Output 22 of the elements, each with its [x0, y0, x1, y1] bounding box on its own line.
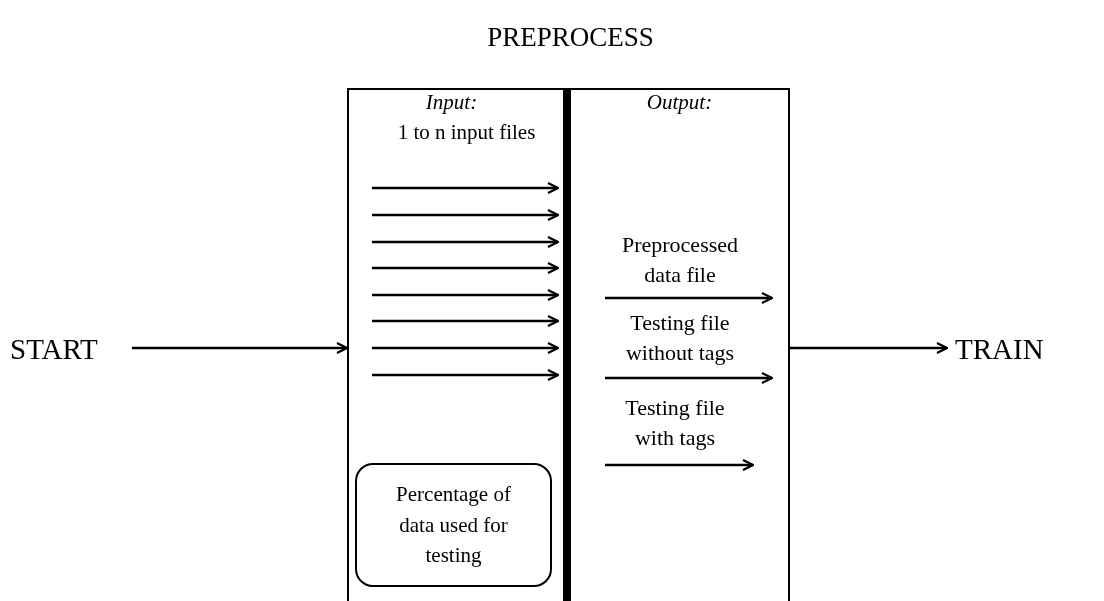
arrow — [605, 291, 774, 305]
train-label: TRAIN — [955, 328, 1095, 370]
box-title: PREPROCESS — [486, 22, 655, 53]
arrow — [790, 341, 949, 355]
arrow — [372, 261, 560, 275]
arrow — [372, 368, 560, 382]
arrows-caption: 1 to n input files — [396, 120, 537, 145]
parameter-text: Percentage of data used for testing — [395, 481, 512, 570]
parameter-box — [355, 463, 552, 587]
arrow — [372, 341, 560, 355]
arrow — [372, 314, 560, 328]
column-heading: Output: — [645, 90, 714, 115]
arrow — [605, 458, 755, 472]
arrow — [132, 341, 349, 355]
arrow — [372, 288, 560, 302]
arrow — [372, 235, 560, 249]
arrow — [605, 371, 774, 385]
start-label: START — [10, 328, 122, 370]
divider-bar — [563, 88, 571, 601]
column-heading: Input: — [424, 90, 479, 115]
arrow — [372, 208, 560, 222]
arrow — [372, 181, 560, 195]
